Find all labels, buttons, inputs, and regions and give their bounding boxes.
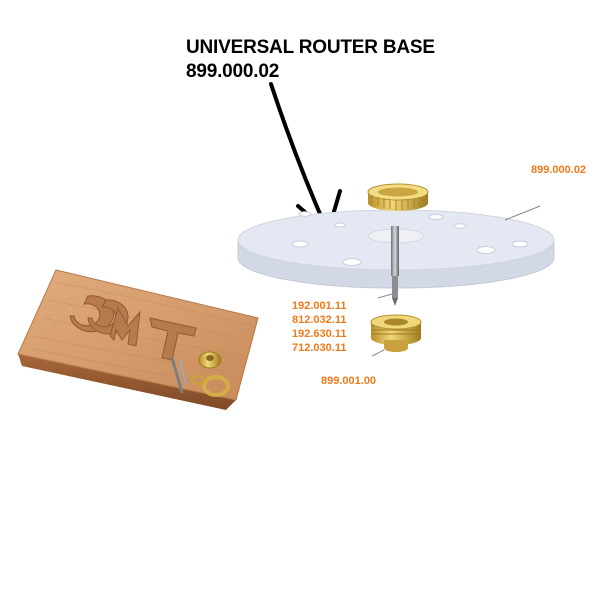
label-bit-2: 812.032.11 bbox=[292, 314, 347, 326]
page-title: UNIVERSAL ROUTER BASE 899.000.02 bbox=[186, 36, 435, 84]
label-bit-4: 712.030.11 bbox=[292, 342, 347, 354]
leader-lines bbox=[371, 205, 541, 357]
label-bit-3: 192.630.11 bbox=[292, 328, 347, 340]
label-guide-bushing: 899.001.00 bbox=[321, 375, 377, 387]
sample-board bbox=[17, 269, 259, 410]
brass-lock-nut bbox=[367, 183, 429, 211]
label-base: 899.000.02 bbox=[531, 164, 587, 176]
guide-bushing bbox=[370, 314, 422, 352]
title-product-code: 899.000.02 bbox=[186, 61, 280, 82]
title-product-name: UNIVERSAL ROUTER BASE bbox=[186, 37, 435, 58]
label-bit-1: 192.001.11 bbox=[292, 300, 347, 312]
router-bit bbox=[391, 226, 399, 306]
board-accessories bbox=[170, 351, 230, 397]
pointer-arrow bbox=[269, 82, 342, 234]
engraved-cmt-letters bbox=[69, 295, 197, 361]
disc-mounting-holes bbox=[291, 211, 529, 266]
